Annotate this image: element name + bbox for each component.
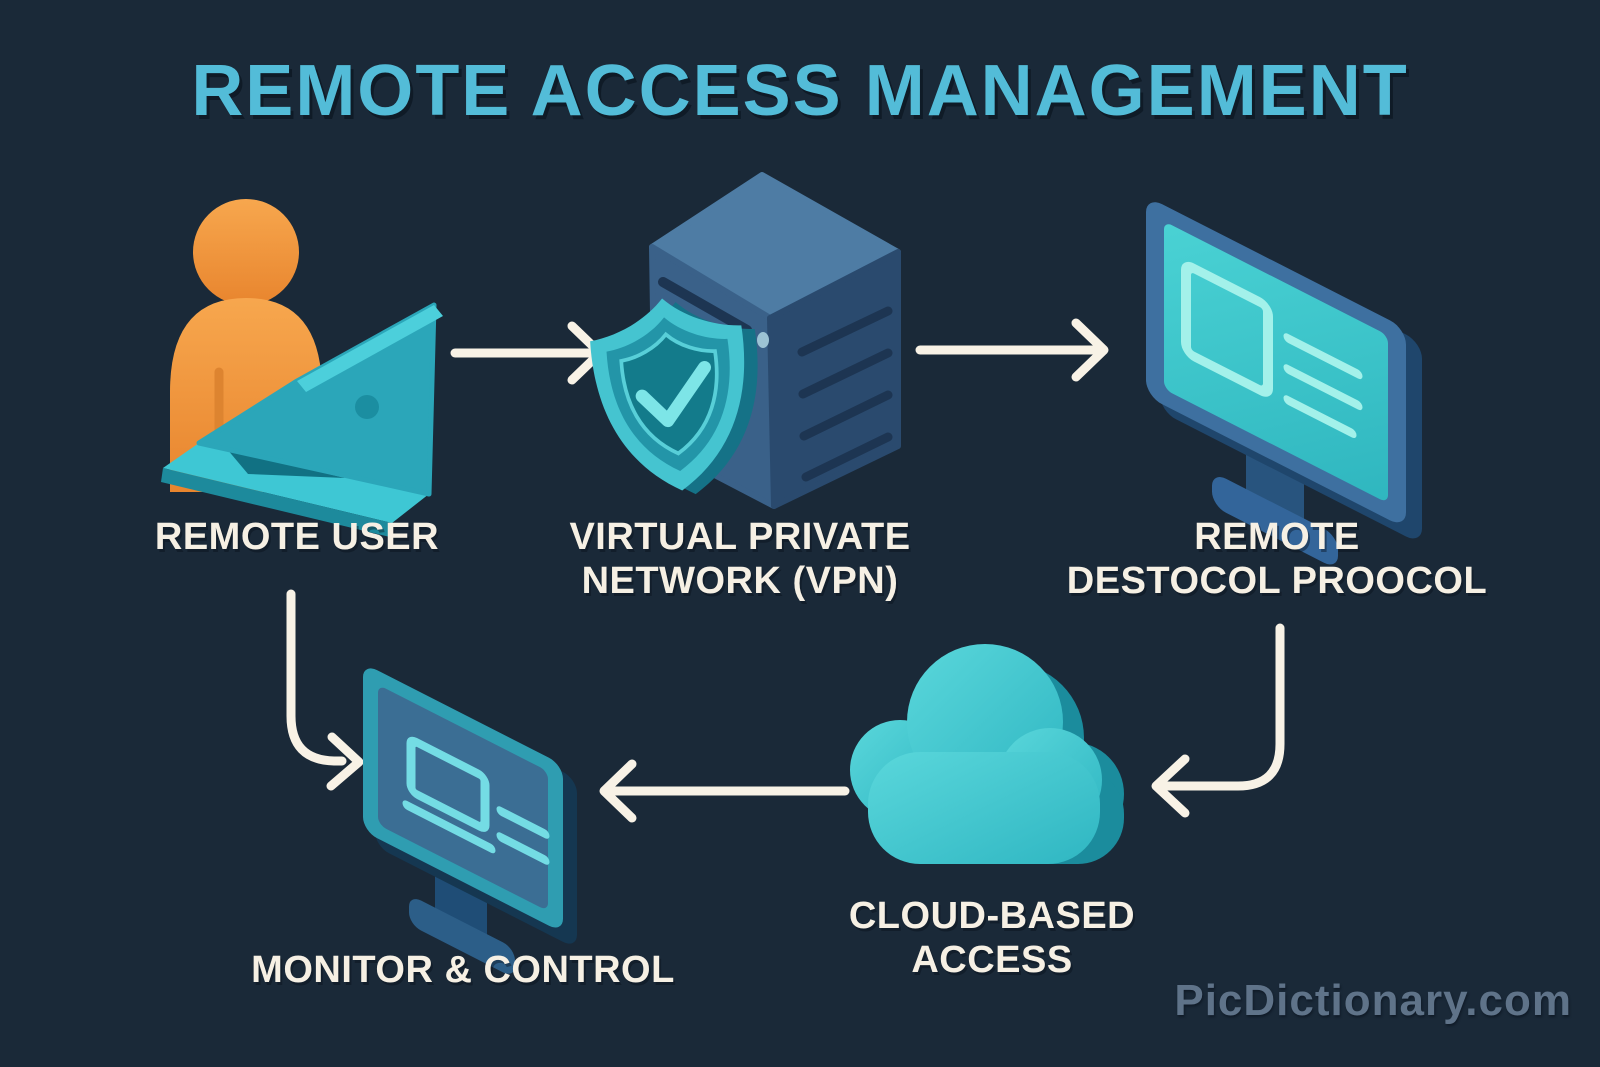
vpn-label: VIRTUAL PRIVATE NETWORK (VPN) [569, 516, 911, 602]
laptop-icon [161, 302, 443, 537]
desktop-monitor-icon [1146, 202, 1422, 565]
watermark: PicDictionary.com [1174, 976, 1572, 1025]
arrow-rdp-to-cloud-icon [1151, 623, 1285, 818]
shield-check-icon [590, 298, 758, 495]
arrow-vpn-to-rdp-icon [915, 318, 1109, 382]
arrow-cloud-to-monitor-icon [599, 759, 850, 823]
monitor-control-label: MONITOR & CONTROL [251, 949, 675, 991]
rdp-label: REMOTE DESTOCOL PROOCOL [1066, 516, 1488, 602]
remote-user-icon [161, 199, 443, 537]
server-shield-icon [590, 172, 901, 509]
cloud-icon [850, 644, 1124, 864]
cloud-label: CLOUD-BASED ACCESS [848, 895, 1136, 981]
control-monitor-icon [363, 668, 577, 974]
remote-user-label: REMOTE USER [154, 516, 440, 558]
page-title: REMOTE ACCESS MANAGEMENT [191, 51, 1409, 131]
arrow-user-to-monitor-icon [286, 589, 364, 791]
arrow-user-to-vpn-icon [450, 321, 605, 385]
